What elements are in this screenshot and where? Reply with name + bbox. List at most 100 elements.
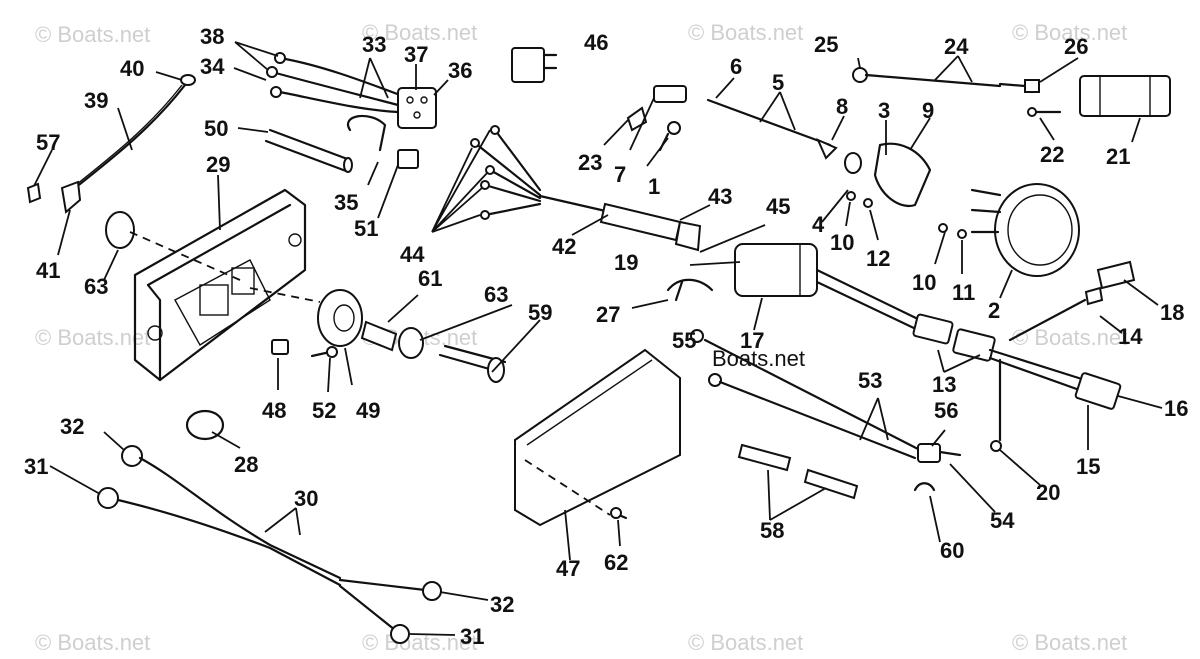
label-9: 9 (922, 98, 934, 123)
label-4: 4 (812, 212, 825, 237)
label-54: 54 (990, 508, 1015, 533)
label-18: 18 (1160, 300, 1184, 325)
label-29: 29 (206, 152, 230, 177)
bracket-hardware-parts (844, 142, 967, 239)
label-57: 57 (36, 130, 60, 155)
cover-plate-part (514, 348, 681, 527)
label-17: 17 (740, 328, 764, 353)
label-31-a: 31 (24, 454, 48, 479)
label-61: 61 (418, 266, 442, 291)
label-1: 1 (648, 174, 660, 199)
fastener-parts (105, 211, 507, 383)
leader-lines (33, 41, 1163, 636)
label-22: 22 (1040, 142, 1064, 167)
label-63-a: 63 (84, 274, 108, 299)
watermark-bottom-far-right: © Boats.net (1012, 630, 1127, 655)
label-10-a: 10 (830, 230, 854, 255)
label-33: 33 (362, 32, 386, 57)
label-15: 15 (1076, 454, 1100, 479)
label-34: 34 (200, 54, 225, 79)
watermark-mid-left: © Boats.net (35, 325, 150, 350)
label-36: 36 (448, 58, 472, 83)
label-49: 49 (356, 398, 380, 423)
label-52: 52 (312, 398, 336, 423)
label-31-b: 31 (460, 624, 484, 649)
clip-part-60 (913, 482, 936, 492)
label-32-a: 32 (60, 414, 84, 439)
misc-hardware-parts (185, 339, 338, 441)
clip-part-27 (666, 278, 714, 302)
watermark-top-center: © Boats.net (362, 20, 477, 45)
label-3: 3 (878, 98, 890, 123)
label-55: 55 (672, 328, 696, 353)
sleeves-part (737, 443, 859, 500)
label-47: 47 (556, 556, 580, 581)
label-8: 8 (836, 94, 848, 119)
relay-part (511, 47, 558, 83)
label-11: 11 (952, 280, 975, 305)
lead-part-5 (706, 98, 838, 160)
lead-part-53 (690, 329, 962, 463)
label-44: 44 (400, 242, 425, 267)
label-19: 19 (614, 250, 638, 275)
label-2: 2 (988, 298, 1000, 323)
label-42: 42 (552, 234, 576, 259)
alignment-lines (129, 231, 321, 303)
harness-plug-part (266, 52, 437, 152)
label-30: 30 (294, 486, 318, 511)
label-12: 12 (866, 246, 890, 271)
label-23: 23 (578, 150, 602, 175)
label-35: 35 (334, 190, 358, 215)
terminal-block-part (397, 149, 419, 169)
label-32-b: 32 (490, 592, 514, 617)
label-58: 58 (760, 518, 784, 543)
label-14: 14 (1118, 324, 1143, 349)
label-38: 38 (200, 24, 224, 49)
sender-part (734, 243, 954, 345)
label-45: 45 (766, 194, 790, 219)
label-41: 41 (36, 258, 60, 283)
gauge-part (970, 183, 1080, 277)
label-43: 43 (708, 184, 732, 209)
label-10-b: 10 (912, 270, 936, 295)
sleeve-tube-part (264, 128, 353, 173)
watermark-bottom-right: © Boats.net (688, 630, 803, 655)
label-46: 46 (584, 30, 608, 55)
label-53: 53 (858, 368, 882, 393)
battery-cables-part (97, 445, 442, 644)
watermark-bottom-left: © Boats.net (35, 630, 150, 655)
wire-bundle-part (470, 125, 702, 252)
socket-part (1027, 75, 1171, 117)
label-26: 26 (1064, 34, 1088, 59)
label-21: 21 (1106, 144, 1130, 169)
small-terminal-parts (626, 85, 687, 152)
main-harness-part (952, 260, 1136, 452)
watermark-top-far-right: © Boats.net (1012, 20, 1127, 45)
label-48: 48 (262, 398, 286, 423)
watermark-top-right: © Boats.net (688, 20, 803, 45)
label-39: 39 (84, 88, 108, 113)
label-28: 28 (234, 452, 258, 477)
label-20: 20 (1036, 480, 1060, 505)
watermark-top-left: © Boats.net (35, 22, 150, 47)
label-60: 60 (940, 538, 964, 563)
label-37: 37 (404, 42, 428, 67)
part-number-labels: 1 2 3 4 5 6 7 8 9 10 10 11 12 13 14 15 1… (24, 24, 1188, 649)
label-50: 50 (204, 116, 228, 141)
label-40: 40 (120, 56, 144, 81)
label-62: 62 (604, 550, 628, 575)
lead-part-24 (852, 67, 1040, 93)
label-24: 24 (944, 34, 969, 59)
label-16: 16 (1164, 396, 1188, 421)
label-5: 5 (772, 70, 784, 95)
label-6: 6 (730, 54, 742, 79)
label-59: 59 (528, 300, 552, 325)
label-63-b: 63 (484, 282, 508, 307)
label-51: 51 (354, 216, 378, 241)
watermarks: © Boats.net © Boats.net © Boats.net © Bo… (35, 20, 1127, 655)
label-27: 27 (596, 302, 620, 327)
label-25: 25 (814, 32, 838, 57)
label-7: 7 (614, 162, 626, 187)
label-56: 56 (934, 398, 958, 423)
